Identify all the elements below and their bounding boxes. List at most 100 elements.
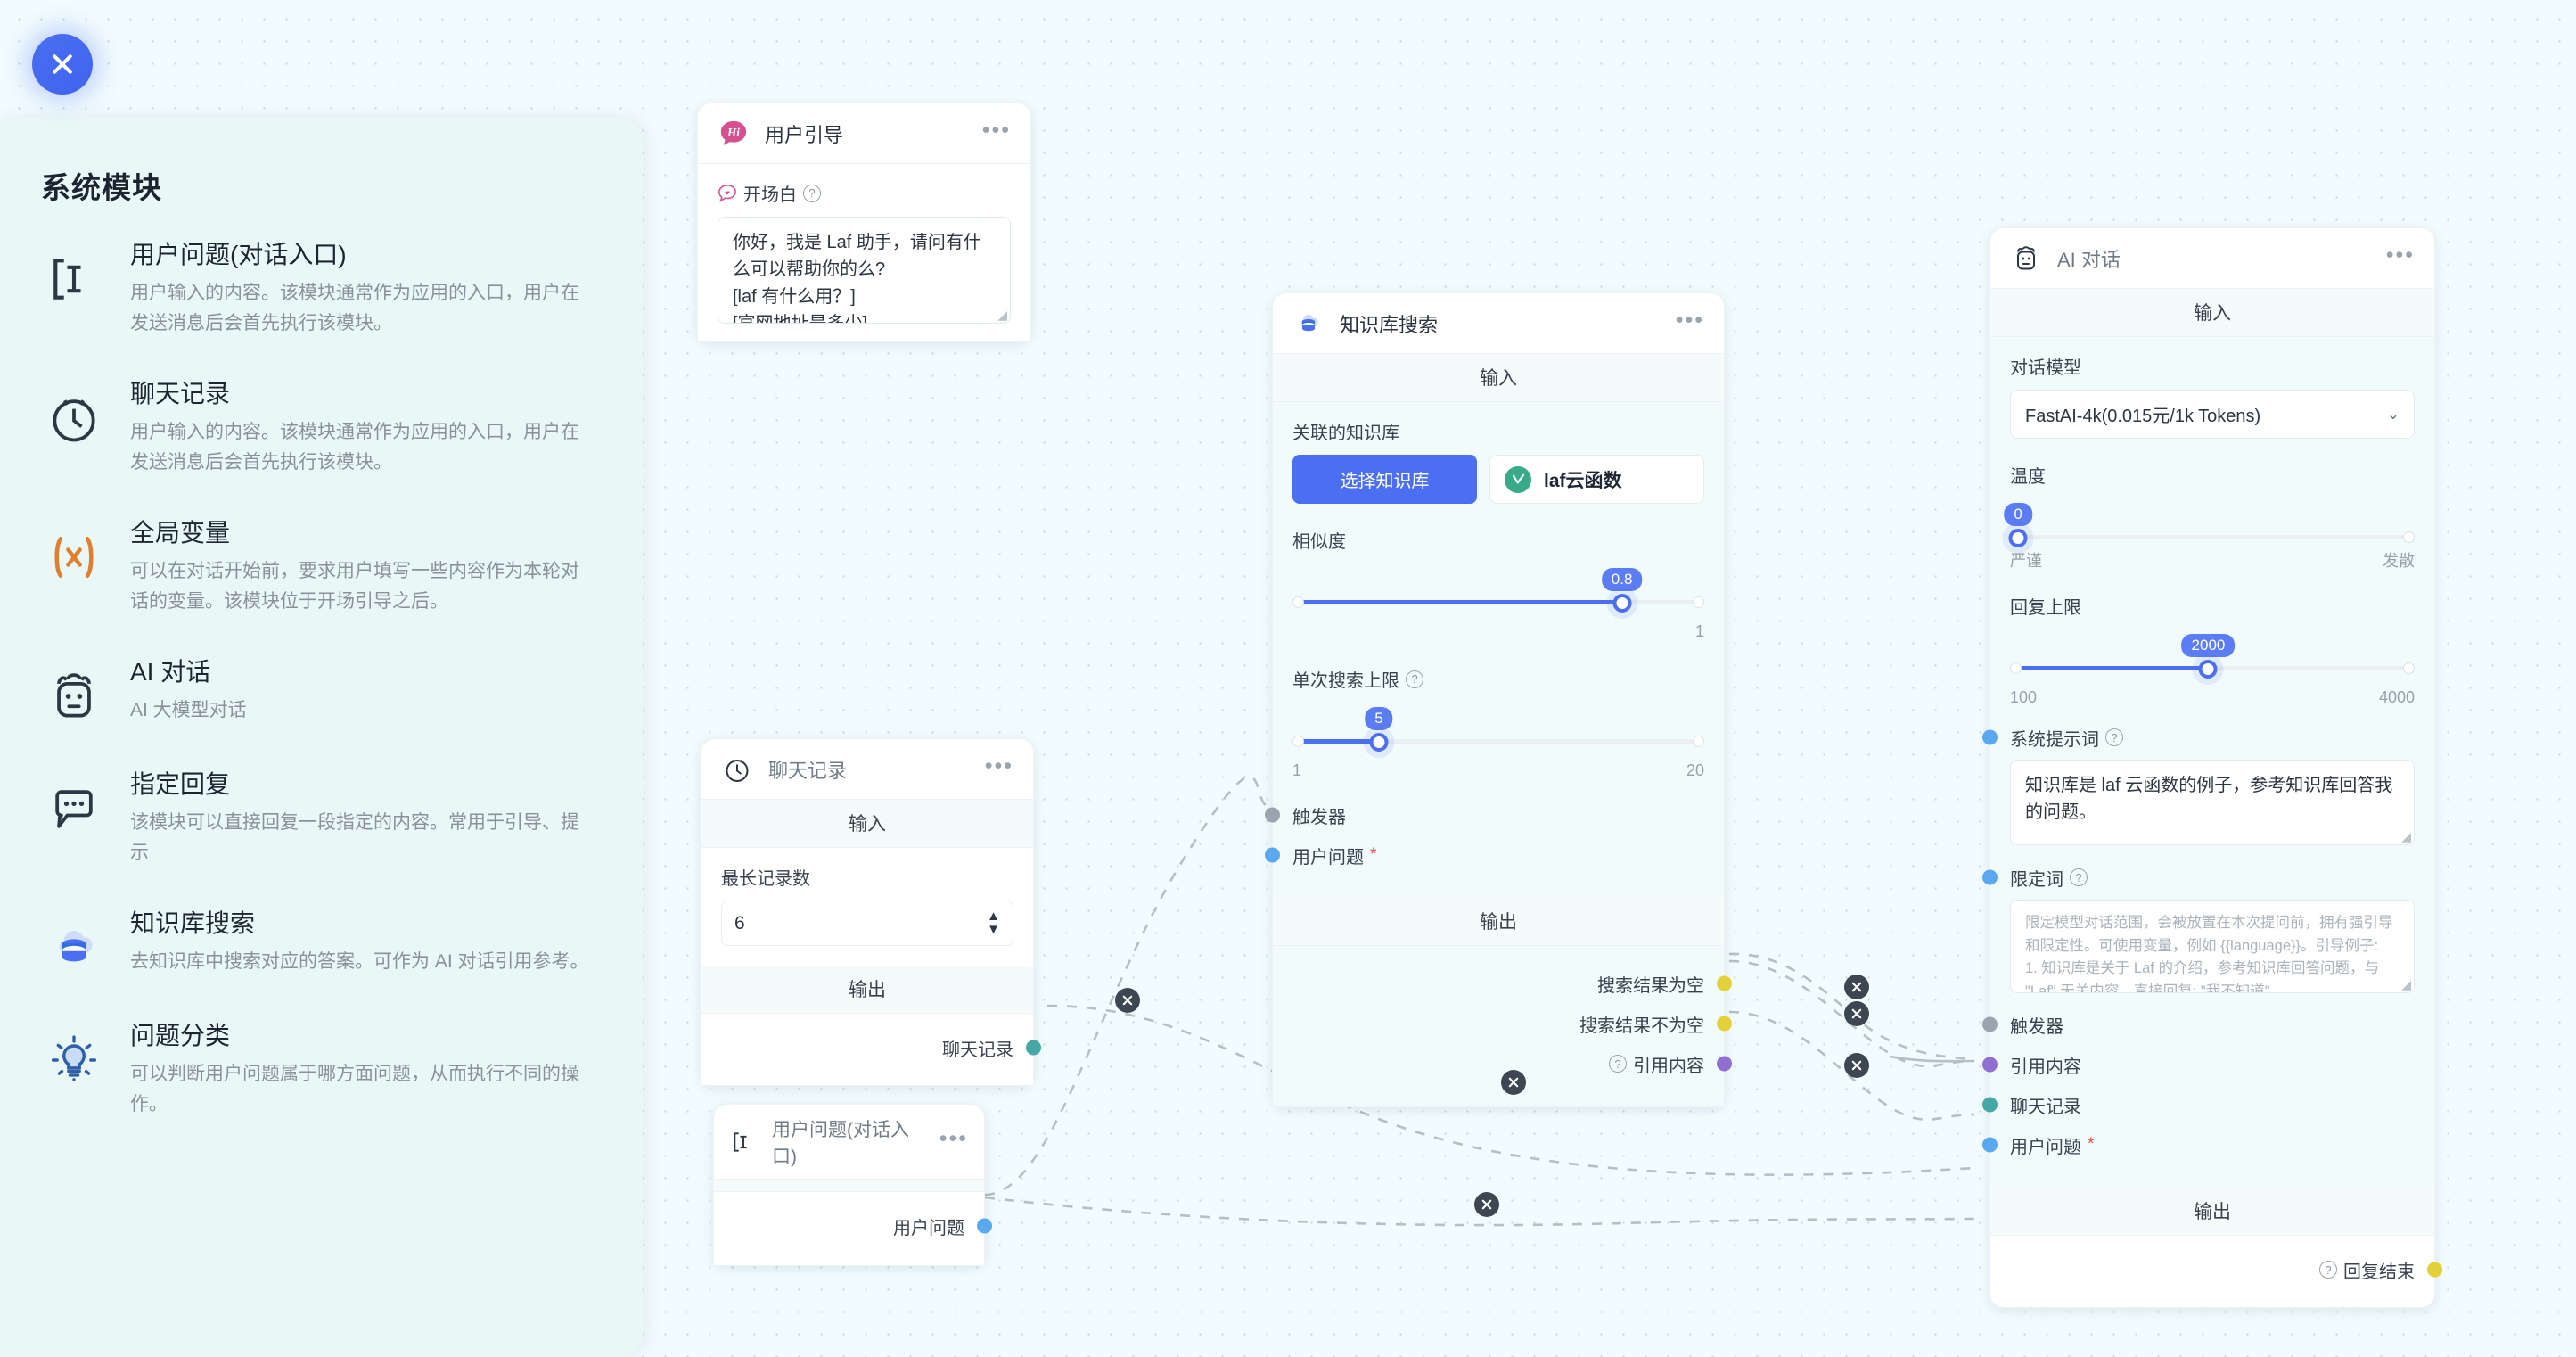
node-chat-history[interactable]: 聊天记录 ••• 输入 最长记录数 6 ▲ ▼ 输出 聊天记录 xyxy=(701,738,1041,1086)
output-handle-nonempty-result[interactable] xyxy=(1717,1016,1732,1032)
similarity-slider-thumb[interactable] xyxy=(1612,594,1632,613)
question-icon[interactable]: ? xyxy=(2070,868,2088,886)
edge-delete-button[interactable] xyxy=(1115,988,1140,1013)
module-item-specified-reply[interactable]: 指定回复 该模块可以直接回复一段指定的内容。常用于引导、提示 xyxy=(29,767,602,868)
module-name: 用户问题(对话入口) xyxy=(130,241,347,268)
stepper-up-icon[interactable]: ▲ xyxy=(987,909,1000,924)
temperature-slider[interactable]: 0 xyxy=(2004,503,2415,555)
input-handle-trigger[interactable] xyxy=(1265,807,1280,823)
clock-history-icon xyxy=(721,753,753,785)
stepper-arrows[interactable]: ▲ ▼ xyxy=(987,909,1000,937)
input-handle-quote-content[interactable] xyxy=(1982,1057,1998,1073)
edge-delete-button[interactable] xyxy=(1844,975,1869,999)
kb-chip-label: laf云函数 xyxy=(1544,470,1622,491)
node-user-question-entry[interactable]: 用户问题(对话入口) ••• 用户问题 xyxy=(713,1104,992,1266)
module-item-global-variable[interactable]: 全局变量 可以在对话开始前，要求用户填写一些内容作为本轮对话的变量。该模块位于开… xyxy=(29,515,602,617)
output-handle-quote-content[interactable] xyxy=(1717,1056,1732,1072)
welcome-textarea[interactable]: 你好，我是 Laf 助手，请问有什么可以帮助你的么? [laf 有什么用？] [… xyxy=(718,217,1011,324)
module-item-chat-history[interactable]: 聊天记录 用户输入的内容。该模块通常作为应用的入口，用户在发送消息后会首先执行该… xyxy=(29,376,602,478)
robot-icon xyxy=(41,663,107,729)
system-modules-panel[interactable]: 系统模块 用户问题(对话入口) 用户输入的内容。该模块通常作为应用的入口，用户在… xyxy=(0,118,643,1357)
more-dots-icon[interactable]: ••• xyxy=(984,753,1013,778)
module-item-question-classify[interactable]: 问题分类 可以判断用户问题属于哪方面问题，从而执行不同的操作。 xyxy=(29,1018,602,1120)
input-handle-user-question[interactable] xyxy=(1265,847,1280,863)
laf-logo-icon xyxy=(1505,465,1531,493)
node-header[interactable]: 聊天记录 ••• xyxy=(701,739,1033,800)
resize-grip-icon[interactable]: ◢ xyxy=(2401,829,2411,843)
input-label: 触发器 xyxy=(1292,807,1346,827)
module-item-kb-search[interactable]: 知识库搜索 去知识库中搜索对应的答案。可作为 AI 对话引用参考。 xyxy=(29,906,602,981)
question-icon[interactable]: ? xyxy=(2105,728,2123,746)
node-header[interactable]: 用户问题(对话入口) ••• xyxy=(714,1105,984,1180)
max-tokens-slider[interactable]: 2000 xyxy=(2010,634,2415,692)
similarity-max: 1 xyxy=(1694,622,1704,640)
text-cursor-icon xyxy=(730,1129,757,1156)
input-handle-system-prompt[interactable] xyxy=(1982,729,1998,745)
edge-delete-button[interactable] xyxy=(1844,1053,1869,1078)
node-outputs: 用户问题 xyxy=(714,1192,992,1265)
limit-slider-thumb[interactable] xyxy=(1369,733,1389,752)
temperature-slider-thumb[interactable] xyxy=(2008,529,2028,547)
input-handle-limit-prompt[interactable] xyxy=(1982,869,1998,885)
edge-delete-button[interactable] xyxy=(1501,1070,1526,1095)
database-cloud-icon xyxy=(41,915,107,981)
question-icon[interactable]: ? xyxy=(803,184,821,202)
similarity-label: 相似度 xyxy=(1292,532,1346,552)
more-dots-icon[interactable]: ••• xyxy=(2385,242,2415,267)
node-body-inputs: 对话模型 FastAI-4k(0.015元/1k Tokens) ⌄ 温度 0 … xyxy=(1982,337,2434,1188)
input-label: 限定词 ? xyxy=(2010,865,2088,891)
similarity-slider[interactable]: 0.8 xyxy=(1292,568,1704,626)
close-panel-button[interactable] xyxy=(32,34,93,95)
input-handle-trigger[interactable] xyxy=(1982,1016,1998,1032)
output-handle-empty-result[interactable] xyxy=(1717,975,1732,991)
stepper-down-icon[interactable]: ▼ xyxy=(987,922,1000,937)
module-name: 问题分类 xyxy=(130,1022,231,1050)
node-user-guide[interactable]: Hi 用户引导 ••• 开场白 ? 你好，我是 Laf 助手，请问有什么可以帮助… xyxy=(697,103,1031,342)
node-kb-search[interactable]: 知识库搜索 ••• 输入 关联的知识库 选择知识库 laf云函数 相似度 xyxy=(1265,292,1732,1107)
select-kb-button[interactable]: 选择知识库 xyxy=(1292,455,1477,504)
edge-delete-button[interactable] xyxy=(1474,1192,1499,1217)
output-section-header: 输出 xyxy=(1990,1188,2434,1236)
input-row-user-question: 用户问题* xyxy=(1265,840,1704,870)
required-asterisk: * xyxy=(1370,845,1377,864)
limit-slider[interactable]: 5 xyxy=(1292,707,1704,765)
limit-label: 单次搜索上限 ? xyxy=(1292,666,1704,692)
edge-delete-button[interactable] xyxy=(1844,1001,1869,1026)
kb-chip-laf[interactable]: laf云函数 xyxy=(1489,455,1704,504)
system-prompt-textarea[interactable]: 知识库是 laf 云函数的例子，参考知识库回答我的问题。 xyxy=(2010,760,2415,845)
node-header[interactable]: AI 对话 ••• xyxy=(1990,228,2434,289)
more-dots-icon[interactable]: ••• xyxy=(939,1125,968,1151)
node-ai-chat[interactable]: AI 对话 ••• 输入 对话模型 FastAI-4k(0.015元/1k To… xyxy=(1982,227,2442,1308)
module-item-user-question[interactable]: 用户问题(对话入口) 用户输入的内容。该模块通常作为应用的入口，用户在发送消息后… xyxy=(29,237,602,339)
input-handle-user-question[interactable] xyxy=(1982,1137,1998,1153)
output-row-answer-end: ? 回复结束 xyxy=(2010,1254,2442,1285)
node-body-inputs: 关联的知识库 选择知识库 laf云函数 相似度 0.8 xyxy=(1265,402,1724,898)
question-icon[interactable]: ? xyxy=(1609,1055,1627,1073)
max-records-stepper[interactable]: 6 ▲ ▼ xyxy=(721,901,1013,946)
output-handle-answer-end[interactable] xyxy=(2427,1262,2442,1278)
module-item-ai-chat[interactable]: AI 对话 AI 大模型对话 xyxy=(29,654,602,729)
max-tokens-slider-thumb[interactable] xyxy=(2198,660,2218,678)
input-row-trigger: 触发器 xyxy=(1982,1009,2415,1040)
max-tokens-range: 100 4000 xyxy=(2010,688,2415,707)
node-header[interactable]: 知识库搜索 ••• xyxy=(1273,293,1724,354)
node-header[interactable]: Hi 用户引导 ••• xyxy=(698,103,1030,164)
limit-prompt-textarea[interactable]: 限定模型对话范围，会被放置在本次提问前，拥有强引导和限定性。可使用变量，例如 {… xyxy=(2010,900,2415,993)
question-icon[interactable]: ? xyxy=(2319,1261,2337,1279)
model-select[interactable]: FastAI-4k(0.015元/1k Tokens) ⌄ xyxy=(2010,390,2415,439)
output-label: 用户问题 xyxy=(893,1218,964,1238)
input-handle-chat-history[interactable] xyxy=(1982,1097,1998,1113)
limit-value-bubble: 5 xyxy=(1365,707,1393,730)
question-icon[interactable]: ? xyxy=(1406,670,1423,688)
limit-min: 1 xyxy=(1292,761,1302,779)
more-dots-icon[interactable]: ••• xyxy=(1675,307,1704,333)
more-dots-icon[interactable]: ••• xyxy=(981,117,1011,143)
resize-grip-icon[interactable]: ◢ xyxy=(997,308,1007,322)
input-section-header: 输入 xyxy=(1990,289,2434,337)
output-handle-chat-history[interactable] xyxy=(1026,1040,1041,1056)
resize-grip-icon[interactable]: ◢ xyxy=(2401,977,2411,991)
input-row-quote-content: 引用内容 xyxy=(1982,1049,2415,1080)
output-handle-user-question[interactable] xyxy=(977,1218,992,1234)
node-outputs: 聊天记录 xyxy=(701,1014,1041,1085)
